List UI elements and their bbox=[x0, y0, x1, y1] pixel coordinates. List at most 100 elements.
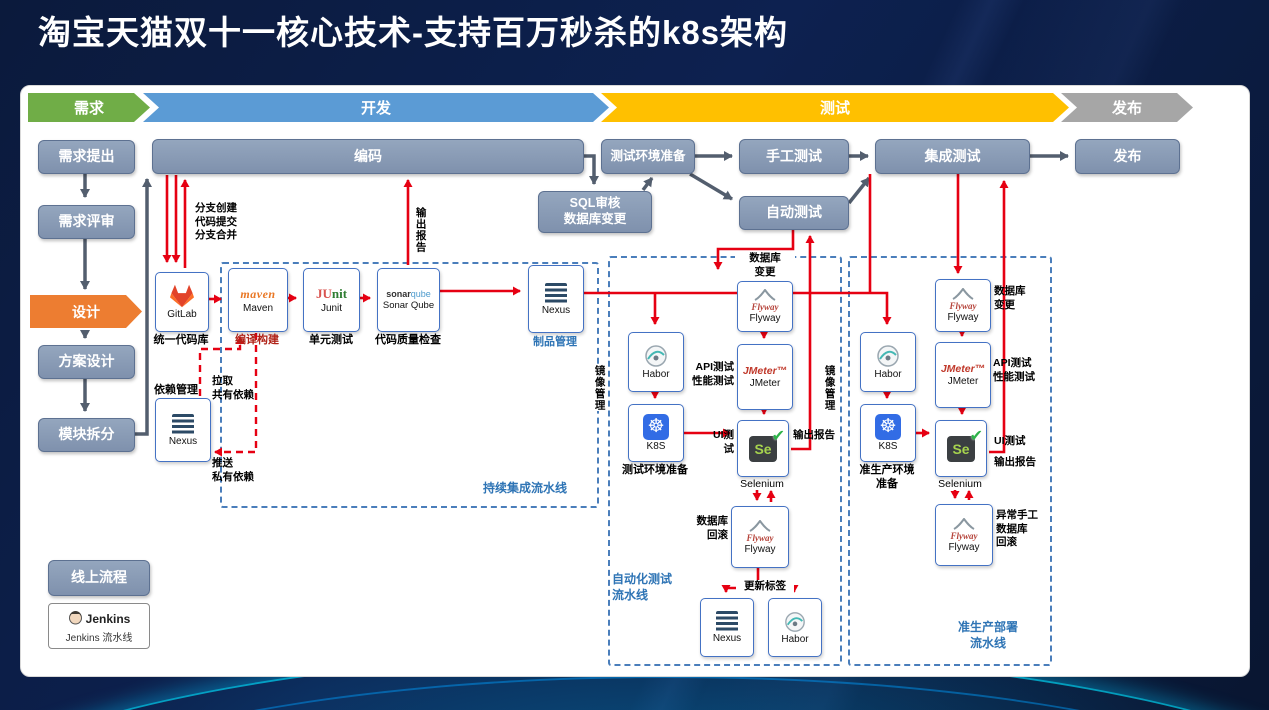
maven-box: maven Maven bbox=[228, 268, 288, 332]
jmeter-logo: JMeter™ bbox=[742, 365, 788, 377]
auto-ui-test-line2: 试 bbox=[723, 442, 735, 455]
auto-mirror-mgmt-label: 镜像管理 bbox=[591, 365, 607, 411]
pre-db-change-line2: 变更 bbox=[994, 298, 1015, 311]
pre-k8s-caption: 准生产环境 准备 bbox=[850, 464, 924, 492]
branch-ops-line1: 分支创建 bbox=[195, 202, 237, 214]
jenkins-icon bbox=[68, 609, 83, 629]
habor-label: Habor bbox=[781, 633, 809, 645]
junit-caption: 单元测试 bbox=[309, 334, 353, 346]
auto-pipeline-label-line2: 流水线 bbox=[612, 587, 649, 602]
update-tag-label: 更新标签 bbox=[736, 580, 794, 594]
push-deps-label: 推送 私有依赖 bbox=[212, 457, 254, 484]
auto-pipeline-label: 自动化测试 流水线 bbox=[612, 572, 692, 603]
selenium-se-text: Se bbox=[952, 440, 970, 457]
pull-deps-label: 拉取 共有依赖 bbox=[212, 375, 254, 402]
pull-deps-line2: 共有依赖 bbox=[212, 388, 254, 401]
pull-deps-line1: 拉取 bbox=[212, 375, 233, 387]
background-glow-arc bbox=[0, 676, 1269, 710]
phase-arrow-release: 发布 bbox=[1061, 93, 1193, 122]
preprod-pipeline-container bbox=[848, 256, 1052, 666]
check-icon: ✔ bbox=[969, 427, 983, 445]
flow-box-release: 发布 bbox=[1075, 139, 1180, 174]
pre-selenium-caption: Selenium bbox=[938, 478, 982, 490]
pre-ui-test-label: UI测试 bbox=[994, 435, 1026, 447]
phase-arrow-requirement: 需求 bbox=[28, 93, 150, 122]
sql-review-line2: 数据库变更 bbox=[563, 212, 627, 226]
flyway-label: Flyway bbox=[749, 313, 781, 324]
habor-box-auto-tag: Habor bbox=[768, 598, 822, 657]
auto-api-test-line1: API测试 bbox=[695, 361, 734, 373]
flow-box-auto-test: 自动测试 bbox=[739, 196, 849, 230]
auto-db-change-line2: 变更 bbox=[754, 265, 776, 278]
maven-caption: 编译构建 bbox=[235, 334, 279, 346]
nexus-icon bbox=[172, 413, 194, 435]
habor-icon bbox=[875, 344, 901, 368]
branch-ops-label: 分支创建 代码提交 分支合并 bbox=[195, 202, 237, 243]
pre-k8s-caption-line2: 准备 bbox=[876, 477, 898, 490]
sql-review-line1: SQL审核 bbox=[569, 196, 621, 211]
push-deps-line1: 推送 bbox=[212, 457, 233, 469]
gitlab-icon bbox=[169, 284, 195, 308]
nexus-label: Nexus bbox=[712, 633, 742, 644]
flow-box-solution-design: 方案设计 bbox=[38, 345, 135, 379]
gitlab-box: GitLab bbox=[155, 272, 209, 332]
auto-selenium-caption: Selenium bbox=[740, 478, 784, 490]
k8s-icon: ☸ bbox=[875, 414, 901, 440]
jmeter-logo: JMeter™ bbox=[940, 363, 986, 375]
pre-k8s-caption-line1: 准生产环境 bbox=[859, 464, 915, 476]
pre-manual-rollback-label: 异常手工 数据库 回滚 bbox=[996, 509, 1050, 550]
nexus-icon bbox=[716, 611, 738, 632]
sonarqube-caption: 代码质量检查 bbox=[375, 334, 441, 346]
auto-db-rollback-line1: 数据库 bbox=[696, 515, 729, 527]
auto-db-rollback-line2: 回滚 bbox=[707, 528, 728, 541]
check-icon: ✔ bbox=[771, 427, 785, 445]
auto-db-change-label: 数据库 变更 bbox=[735, 252, 795, 280]
selenium-icon: Se✔ bbox=[947, 428, 983, 462]
flow-box-module-split: 模块拆分 bbox=[38, 418, 135, 452]
sonarqube-box: sonarqube Sonar Qube bbox=[377, 268, 440, 332]
flow-box-integration-test: 集成测试 bbox=[875, 139, 1030, 174]
push-deps-line2: 私有依赖 bbox=[212, 470, 254, 483]
flyway-icon bbox=[953, 517, 975, 530]
flow-box-manual-test: 手工测试 bbox=[739, 139, 849, 174]
branch-ops-line3: 分支合并 bbox=[195, 229, 237, 242]
auto-output-report-label: 输出报告 bbox=[793, 429, 835, 441]
maven-label: Maven bbox=[242, 302, 273, 314]
gitlab-caption: 统一代码库 bbox=[153, 334, 209, 346]
flyway-label: Flyway bbox=[947, 312, 979, 323]
flyway-icon bbox=[749, 519, 771, 532]
auto-api-test-label: API测试 性能测试 bbox=[682, 361, 734, 388]
k8s-icon: ☸ bbox=[643, 414, 669, 440]
pre-output-report-label: 输出报告 bbox=[994, 456, 1036, 468]
junit-logo-left: JU bbox=[315, 286, 332, 301]
sonarqube-logo-right: qube bbox=[410, 289, 431, 299]
flyway-change-box-auto: Flyway Flyway bbox=[737, 281, 793, 332]
k8s-label: K8S bbox=[646, 441, 666, 452]
selenium-box-auto: Se✔ bbox=[737, 420, 789, 477]
flyway-icon bbox=[952, 288, 974, 300]
nexus-dep-caption: 依赖管理 bbox=[154, 384, 198, 396]
jmeter-label: JMeter bbox=[749, 378, 781, 389]
page-title: 淘宝天猫双十一核心技术-支持百万秒杀的k8s架构 bbox=[38, 14, 789, 51]
flyway-icon bbox=[754, 289, 776, 301]
nexus-icon bbox=[545, 282, 567, 304]
pre-manual-rollback-line2: 数据库 bbox=[996, 522, 1028, 535]
nexus-dependency-box: Nexus bbox=[155, 398, 211, 462]
preprod-pipeline-label-line1: 准生产部署 bbox=[957, 620, 1018, 634]
selenium-icon: Se✔ bbox=[749, 428, 785, 462]
habor-label: Habor bbox=[642, 369, 670, 380]
branch-ops-line2: 代码提交 bbox=[195, 215, 237, 228]
phase-arrow-test: 测试 bbox=[601, 93, 1069, 122]
habor-box-auto: Habor bbox=[628, 332, 684, 392]
auto-k8s-caption: 测试环境准备 bbox=[622, 464, 688, 476]
pre-api-test-line2: 性能测试 bbox=[993, 370, 1035, 383]
ci-pipeline-label: 持续集成流水线 bbox=[482, 481, 567, 495]
habor-icon bbox=[783, 611, 807, 633]
flow-box-sql-review: SQL审核 数据库变更 bbox=[538, 191, 652, 233]
flyway-rollback-box-pre: Flyway Flyway bbox=[935, 504, 993, 566]
k8s-label: K8S bbox=[878, 441, 898, 452]
flyway-label: Flyway bbox=[744, 543, 776, 555]
auto-db-change-line1: 数据库 bbox=[749, 252, 781, 264]
flyway-label: Flyway bbox=[948, 541, 980, 553]
